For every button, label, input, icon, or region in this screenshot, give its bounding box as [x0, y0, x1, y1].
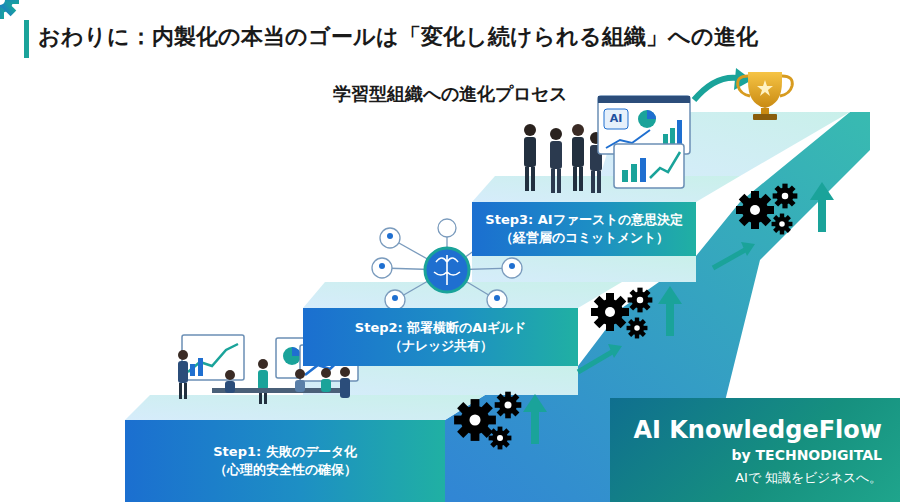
node-text: by TECHNODIGITAL: [732, 446, 883, 465]
trophy: [738, 72, 793, 120]
node-text: （心理的安全性の確保）: [214, 461, 357, 479]
node-text: （ナレッジ共有）: [389, 337, 493, 355]
title-accent: [24, 20, 29, 58]
diagonal-arrow-head: [608, 242, 755, 358]
node-text: （経営層のコミットメント）: [500, 229, 669, 247]
node-text: AIで 知識をビジネスへ。: [735, 469, 882, 487]
step-box: Step3: AIファーストの意思決定（経営層のコミットメント）: [472, 202, 696, 256]
gear-cluster: [0, 0, 19, 19]
diagonal-arrow: [578, 250, 745, 372]
subtitle: 学習型組織への進化プロセス: [0, 82, 900, 106]
screen-label: AI: [604, 110, 628, 128]
step-box: Step2: 部署横断のAIギルド（ナレッジ共有）: [303, 308, 578, 366]
step-surface: [472, 176, 740, 202]
node-heading: Step2: 部署横断のAIギルド: [355, 319, 526, 337]
step-surface: [472, 256, 696, 282]
node-heading: Step3: AIファーストの意思決定: [485, 211, 682, 229]
brand-panel: AI KnowledgeFlowby TECHNODIGITAL AIで 知識をビ…: [610, 398, 900, 502]
step-box: Step1: 失敗のデータ化（心理的安全性の確保）: [125, 420, 445, 502]
node-heading: Step1: 失敗のデータ化: [213, 443, 356, 461]
title: おわりに：内製化の本当のゴールは「変化し続けられる組織」への進化: [38, 22, 758, 52]
node-heading: AI KnowledgeFlow: [633, 414, 882, 446]
